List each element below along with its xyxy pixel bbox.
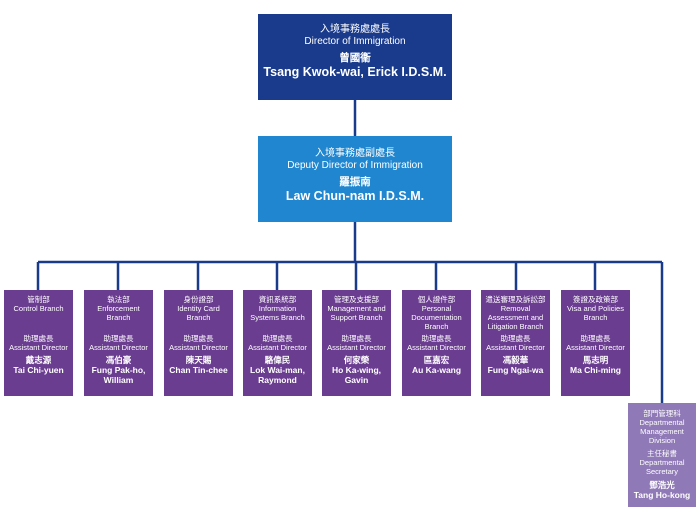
- branch-name-en: Identity Card Branch: [177, 304, 220, 322]
- branch-name-zh: 身份證部: [183, 295, 214, 304]
- head-title-zh: 助理處長: [183, 334, 214, 343]
- head-name-zh: 戴志源: [25, 355, 52, 365]
- deputy-name-zh: 羅振南: [339, 176, 371, 188]
- division-head-name-zh: 鄧浩光: [649, 480, 675, 490]
- head-title-en: Assistant Director: [9, 343, 68, 352]
- head-title-en: Assistant Director: [89, 343, 148, 352]
- head-title-zh: 助理處長: [500, 334, 531, 343]
- head-title-en: Assistant Director: [248, 343, 307, 352]
- head-name-zh: 駱偉民: [264, 355, 291, 365]
- head-name-zh: 馬志明: [582, 355, 609, 365]
- head-title-en: Assistant Director: [407, 343, 466, 352]
- division-name-zh: 部門管理科: [643, 409, 681, 418]
- branch-name-zh: 資訊系統部: [258, 295, 297, 304]
- branch-name-zh: 遣送審理及訴訟部: [485, 295, 546, 304]
- branch-name-en: Enforcement Branch: [97, 304, 140, 322]
- head-title-en: Assistant Director: [169, 343, 228, 352]
- deputy-title-zh: 入境事務處副處長: [315, 148, 395, 159]
- head-name-en: Ma Chi-ming: [570, 365, 621, 375]
- division-head-title-en: Departmental Secretary: [639, 458, 685, 476]
- head-name-en: Chan Tin-chee: [169, 365, 228, 375]
- head-title-zh: 助理處長: [103, 334, 134, 343]
- branch-name-en: Information Systems Branch: [250, 304, 305, 322]
- branch-name-zh: 執法部: [107, 295, 130, 304]
- head-name-zh: 陳天賜: [185, 355, 212, 365]
- head-name-en: Lok Wai-man, Raymond: [250, 365, 305, 385]
- head-title-zh: 助理處長: [580, 334, 611, 343]
- head-title-zh: 助理處長: [23, 334, 54, 343]
- director-title-zh: 入境事務處處長: [320, 24, 390, 35]
- head-title-zh: 助理處長: [341, 334, 372, 343]
- deputy-title-en: Deputy Director of Immigration: [287, 160, 423, 171]
- departmental-management-division-box: 部門管理科 Departmental Management Division 主…: [628, 403, 696, 507]
- branch-name-en: Personal Documentation Branch: [411, 304, 462, 331]
- division-head-name-en: Tang Ho-kong: [633, 490, 691, 500]
- director-name-en: Tsang Kwok-wai, Erick I.D.S.M.: [263, 65, 447, 79]
- branch-name-en: Management and Support Branch: [327, 304, 386, 322]
- head-title-en: Assistant Director: [486, 343, 545, 352]
- deputy-name-en: Law Chun-nam I.D.S.M.: [285, 189, 425, 203]
- branch-name-zh: 管制部: [27, 295, 50, 304]
- director-box: 入境事務處處長 Director of Immigration 曾國衞 Tsan…: [258, 14, 452, 100]
- branch-name-en: Control Branch: [13, 304, 64, 313]
- division-name-en: Departmental Management Division: [639, 418, 685, 445]
- head-name-en: Tai Chi-yuen: [13, 365, 64, 375]
- head-name-zh: 何家榮: [343, 355, 370, 365]
- director-name-zh: 曾國衞: [339, 52, 371, 64]
- branch-name-en: Visa and Policies Branch: [567, 304, 624, 322]
- head-title-en: Assistant Director: [566, 343, 625, 352]
- head-name-zh: 區嘉宏: [423, 355, 450, 365]
- division-head-title-zh: 主任秘書: [647, 449, 677, 458]
- branch-name-en: Removal Assessment and Litigation Branch: [487, 304, 544, 331]
- head-name-zh: 馮毅華: [502, 355, 529, 365]
- head-name-en: Fung Ngai-wa: [487, 365, 544, 375]
- branch-name-zh: 管理及支援部: [334, 295, 379, 304]
- head-title-zh: 助理處長: [262, 334, 293, 343]
- head-name-en: Ho Ka-wing, Gavin: [331, 365, 382, 385]
- head-title-en: Assistant Director: [327, 343, 386, 352]
- head-name-en: Fung Pak-ho, William: [91, 365, 146, 385]
- director-title-en: Director of Immigration: [304, 36, 406, 47]
- head-name-zh: 馮伯豪: [105, 355, 132, 365]
- deputy-director-box: 入境事務處副處長 Deputy Director of Immigration …: [258, 136, 452, 222]
- branch-name-zh: 個人證件部: [417, 295, 456, 304]
- head-title-zh: 助理處長: [421, 334, 452, 343]
- head-name-en: Au Ka-wang: [411, 365, 462, 375]
- branch-name-zh: 簽證及政策部: [573, 295, 618, 304]
